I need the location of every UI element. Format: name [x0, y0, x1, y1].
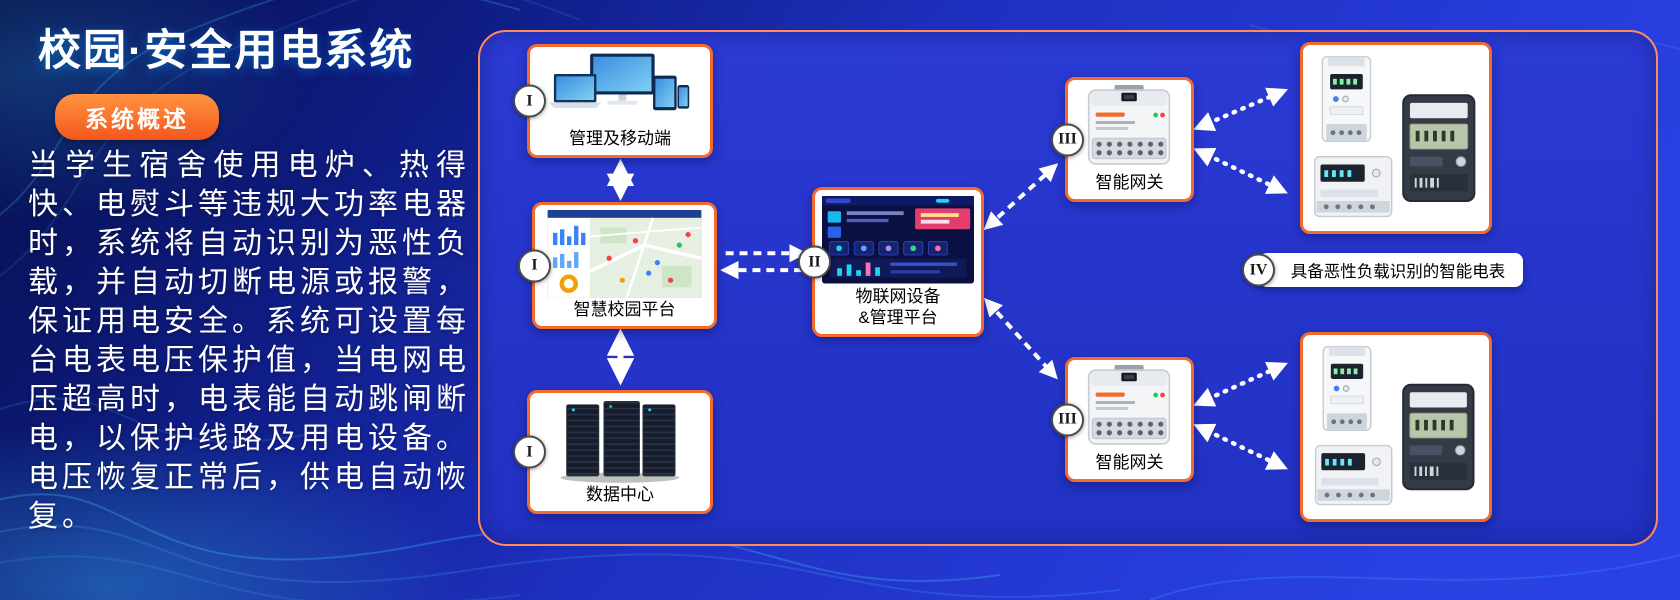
numeral-badge: I: [518, 249, 551, 282]
numeral-badge: II: [798, 245, 831, 279]
node-label: 物联网设备 &管理平台: [815, 285, 981, 335]
numeral-badge: I: [513, 435, 546, 469]
node-label: 管理及移动端: [569, 128, 671, 148]
numeral-badge: III: [1051, 123, 1084, 156]
page-title: 校园·安全用电系统: [38, 27, 415, 75]
overview-badge: 系统概述: [55, 94, 219, 140]
arrow-gwtop-meter-down: [1193, 147, 1288, 194]
node-label: 智能网关: [1095, 452, 1164, 472]
diagram-panel: 管理及移动端 I: [478, 30, 1658, 546]
node-smart-meters-top: [1300, 42, 1492, 234]
arrow-iot-gateway-bottom: [983, 297, 1058, 380]
numeral-badge: III: [1051, 403, 1084, 436]
arrow-gwbottom-meter-down: [1193, 423, 1288, 470]
system-description: 当学生宿舍使用电炉、热得快、电熨斗等违规大功率电器时，系统将自动识别为恶性负载，…: [28, 149, 470, 533]
node-label-line2: &管理平台: [858, 307, 938, 327]
node-management-terminal: 管理及移动端 I: [513, 44, 713, 158]
server-rack-illustration: [530, 393, 710, 483]
smart-meters-illustration: [1303, 335, 1489, 519]
numeral-badge: I: [513, 84, 546, 118]
numeral-badge: IV: [1242, 253, 1275, 287]
smart-meter-caption: 具备恶性负载识别的智能电表 IV: [1242, 253, 1523, 287]
smart-meters-illustration: [1303, 45, 1489, 231]
node-data-center: 数据中心 I: [513, 390, 713, 514]
node-label: 智能网关: [1095, 172, 1164, 192]
node-campus-platform: 智慧校园平台 I: [518, 202, 717, 329]
node-label: 数据中心: [586, 484, 654, 504]
campus-dashboard-illustration: [535, 205, 714, 298]
arrow-gwtop-meter-up: [1193, 87, 1288, 132]
arrow-iot-gateway-top: [983, 163, 1059, 231]
arrow-gwbottom-meter-up: [1193, 361, 1288, 407]
iot-dashboard-illustration: [815, 190, 981, 285]
node-smart-meters-bottom: [1300, 332, 1492, 522]
gateway-device-illustration: [1068, 80, 1191, 171]
intro-section: 校园·安全用电系统 系统概述 当学生宿舍使用电炉、热得快、电熨斗等违规大功率电器…: [0, 0, 470, 600]
node-label-line1: 物联网设备: [855, 286, 941, 306]
devices-illustration: [530, 47, 710, 127]
node-iot-platform: 物联网设备 &管理平台 II: [798, 187, 984, 337]
node-label: 智慧校园平台: [573, 299, 676, 319]
gateway-device-illustration: [1068, 360, 1191, 451]
node-gateway-bottom: 智能网关 III: [1051, 357, 1194, 482]
smart-meter-caption-text: 具备恶性负载识别的智能电表: [1290, 263, 1506, 281]
node-gateway-top: 智能网关 III: [1051, 77, 1194, 202]
